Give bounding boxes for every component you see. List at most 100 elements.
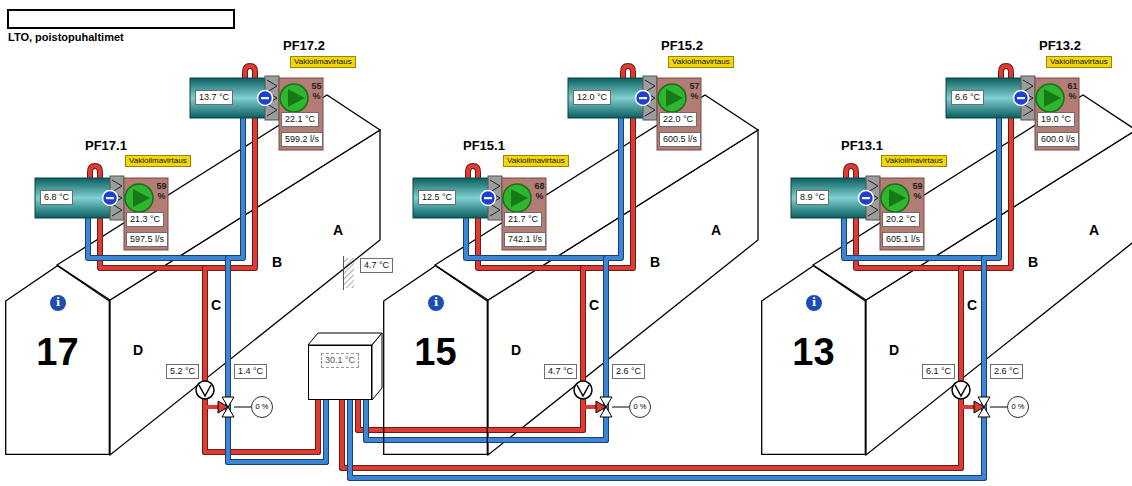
pipe-outline xyxy=(358,250,583,430)
building-gable-text: 13 xyxy=(761,331,866,374)
heat-unit-text: 30.1 °C xyxy=(321,353,359,368)
fan-unit-text: PF15.1 xyxy=(463,138,505,153)
pipe-outline xyxy=(350,250,984,478)
exhaust-temp: 19.0 °C xyxy=(1037,112,1075,127)
valve-position-text: 0 % xyxy=(630,397,650,417)
pipe xyxy=(342,150,1011,468)
fan-speed-text: 55 % xyxy=(309,81,324,101)
fan-unit: PF13.1Vakioilmavirtaus8.9 °C59 %20.2 °C6… xyxy=(791,178,924,250)
exhaust-temp-text: 22.1 °C xyxy=(285,114,315,125)
exhaust-temp: 21.7 °C xyxy=(504,212,542,227)
coil-temp: 8.9 °C xyxy=(796,190,829,205)
fan-unit-symbol xyxy=(190,66,323,150)
airflow-text: 599.2 l/s xyxy=(285,134,319,145)
unit-side-face xyxy=(372,333,382,400)
pipe xyxy=(100,250,318,452)
info-icon-text: i xyxy=(428,295,444,311)
supply-temp-text: 4.7 °C xyxy=(548,366,573,377)
zone-letter: A xyxy=(1089,222,1099,238)
fan-speed: 59 % xyxy=(910,181,925,201)
exhaust-temp: 22.0 °C xyxy=(659,112,697,127)
mode-tag-text: Vakioilmavirtaus xyxy=(507,156,565,166)
heat-unit: 30.1 °C xyxy=(308,345,372,400)
supply-temp: 4.7 °C xyxy=(544,364,577,379)
fan-speed-text: 57 % xyxy=(687,81,702,101)
fan-unit-text: PF17.2 xyxy=(283,38,325,53)
fan-unit: PF17.2Vakioilmavirtaus13.7 °C55 %22.1 °C… xyxy=(190,78,323,150)
pump-valve-symbol xyxy=(574,381,629,417)
fan-unit-symbol xyxy=(413,166,546,250)
return-pipe xyxy=(228,150,326,462)
pipe xyxy=(366,250,606,440)
fan-unit: PF17.1Vakioilmavirtaus6.8 °C59 %21.3 °C5… xyxy=(35,178,168,250)
outdoor-sensor xyxy=(343,256,344,290)
building-outline xyxy=(57,95,380,455)
exhaust-temp-text: 20.2 °C xyxy=(886,214,916,225)
mode-tag: Vakioilmavirtaus xyxy=(668,56,734,68)
mode-tag-text: Vakioilmavirtaus xyxy=(294,57,352,67)
return-pipe xyxy=(350,150,999,478)
supply-pipe xyxy=(358,250,583,430)
airflow-text: 600.5 l/s xyxy=(663,134,697,145)
zone-letter: C xyxy=(967,297,977,313)
fan-speed-text: 59 % xyxy=(154,181,169,201)
zone-letter: A xyxy=(333,222,343,238)
coil-temp-text: 6.6 °C xyxy=(955,92,980,103)
valve-position-text: 0 % xyxy=(1008,397,1028,417)
pipe xyxy=(350,250,984,478)
exhaust-temp-text: 21.3 °C xyxy=(130,214,160,225)
zone-letter: D xyxy=(133,342,143,358)
return-temp: 1.4 °C xyxy=(234,364,267,379)
fan-unit-symbol xyxy=(791,166,924,250)
building-outline xyxy=(813,95,1132,455)
airflow: 605.1 l/s xyxy=(882,232,924,247)
fan-speed: 68 % xyxy=(532,181,547,201)
coil-temp-text: 13.7 °C xyxy=(199,92,229,103)
supply-temp-text: 6.1 °C xyxy=(926,366,951,377)
supply-temp: 5.2 °C xyxy=(166,364,199,379)
fan-unit-symbol xyxy=(946,66,1079,150)
valve-position: 0 % xyxy=(1007,396,1029,418)
airflow: 599.2 l/s xyxy=(281,132,323,147)
fan-speed-text: 68 % xyxy=(532,181,547,201)
exhaust-temp-text: 21.7 °C xyxy=(508,214,538,225)
coil-temp: 6.6 °C xyxy=(951,90,984,105)
building-gable: 13 i xyxy=(761,265,866,455)
mode-tag: Vakioilmavirtaus xyxy=(1046,56,1112,68)
coil-temp: 12.5 °C xyxy=(418,190,456,205)
fan-speed-text: 61 % xyxy=(1065,81,1080,101)
mode-tag-text: Vakioilmavirtaus xyxy=(672,57,730,67)
return-temp-text: 1.4 °C xyxy=(238,366,263,377)
coil-temp-text: 6.8 °C xyxy=(44,192,69,203)
pipe-outline xyxy=(350,150,999,478)
pipe-outline xyxy=(342,150,1011,468)
info-icon: i xyxy=(50,295,66,311)
pipe xyxy=(88,250,326,462)
airflow-text: 600.0 l/s xyxy=(1041,134,1075,145)
airflow: 742.1 l/s xyxy=(504,232,546,247)
zone-letter: C xyxy=(211,297,221,313)
mode-tag-text: Vakioilmavirtaus xyxy=(885,156,943,166)
mode-tag: Vakioilmavirtaus xyxy=(125,155,191,167)
fan-unit-symbol xyxy=(568,66,701,150)
pipe xyxy=(228,150,326,462)
fan-unit: PF13.2Vakioilmavirtaus6.6 °C61 %19.0 °C6… xyxy=(946,78,1079,150)
coil-temp-text: 8.9 °C xyxy=(800,192,825,203)
pipe xyxy=(342,250,961,468)
return-temp: 2.6 °C xyxy=(612,364,645,379)
info-icon: i xyxy=(428,295,444,311)
mode-tag: Vakioilmavirtaus xyxy=(290,56,356,68)
exhaust-temp-text: 19.0 °C xyxy=(1041,114,1071,125)
pipe-outline xyxy=(342,250,961,468)
coil-temp: 6.8 °C xyxy=(40,190,73,205)
pipe-outline xyxy=(100,250,318,452)
supply-temp: 6.1 °C xyxy=(922,364,955,379)
outdoor-sensor xyxy=(344,258,354,288)
fan-speed: 59 % xyxy=(154,181,169,201)
info-icon: i xyxy=(806,295,822,311)
return-pipe xyxy=(366,250,606,440)
header-box xyxy=(8,10,234,28)
fan-unit: PF15.1Vakioilmavirtaus12.5 °C68 %21.7 °C… xyxy=(413,178,546,250)
